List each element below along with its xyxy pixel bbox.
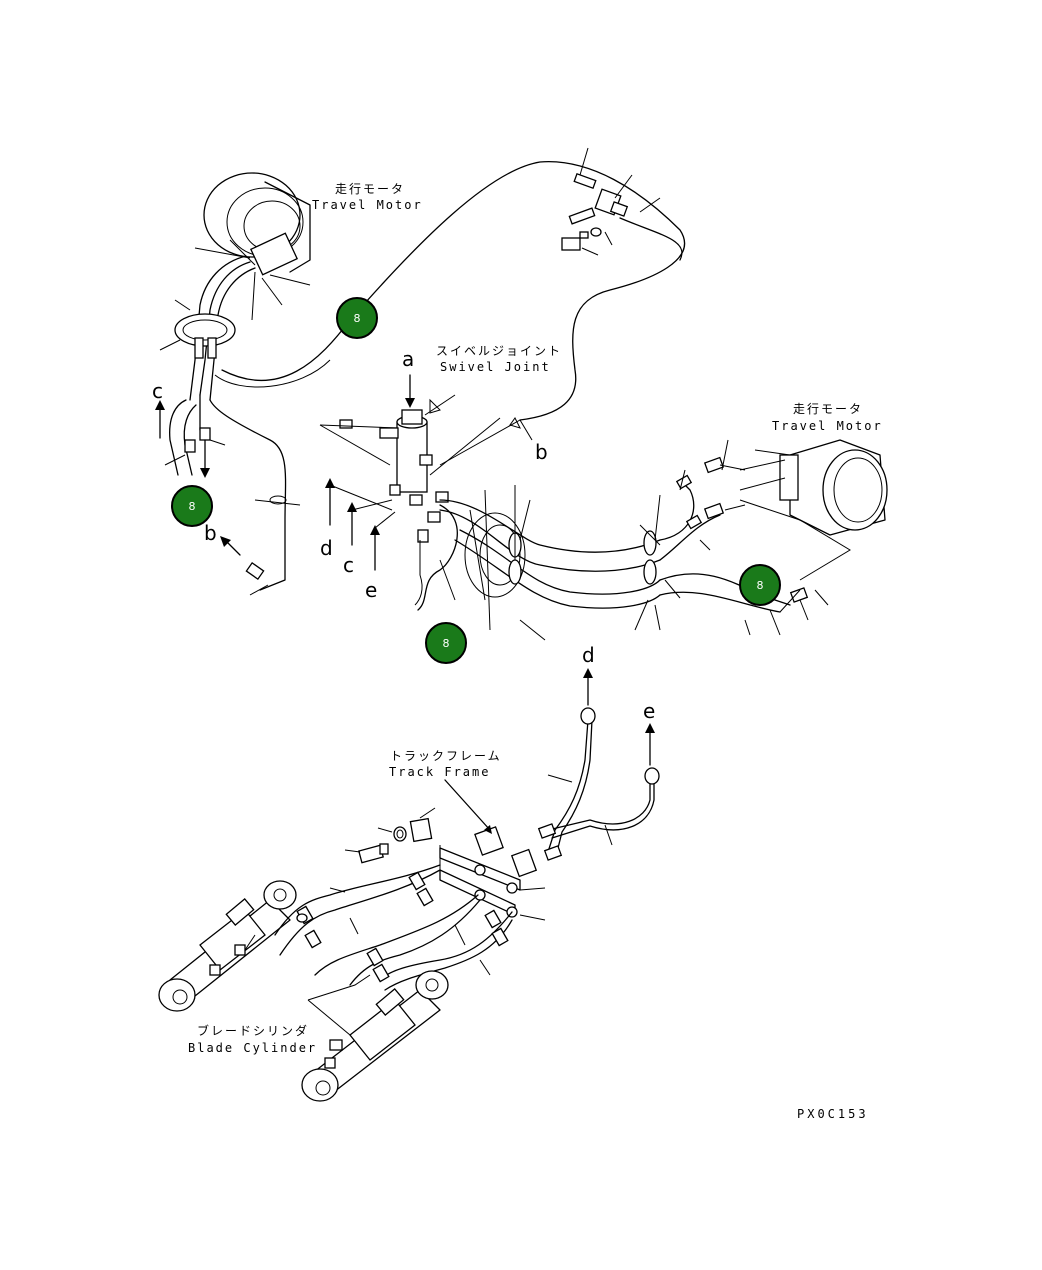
lower-piping: [274, 707, 660, 991]
swivel-joint-jp: スイベルジョイント: [436, 344, 562, 358]
letter-c-left: c: [152, 379, 163, 403]
letter-e-center: e: [365, 578, 377, 602]
left-travel-motor: [194, 172, 311, 321]
letter-c-center: c: [343, 553, 354, 577]
swivel-joint-en: Swivel Joint: [440, 360, 551, 374]
blade-cylinder-right: [301, 970, 449, 1102]
blade-cylinder-jp: ブレードシリンダ: [197, 1023, 309, 1038]
badge-circle: [171, 485, 213, 527]
drawing-code: PX0C153: [797, 1107, 869, 1121]
swivel-joint: [319, 394, 533, 543]
letter-e-bottom: e: [643, 699, 655, 723]
badge-3[interactable]: 8: [425, 622, 467, 664]
badge-text: 8: [757, 579, 764, 592]
badge-4[interactable]: 8: [739, 564, 781, 606]
right-hose-routes: [414, 439, 829, 641]
connection-arrows: [155, 374, 655, 834]
badge-circle: [425, 622, 467, 664]
blade-cylinder-en: Blade Cylinder: [188, 1041, 317, 1055]
track-frame-en: Track Frame: [389, 765, 490, 779]
blade-cylinder-left: [158, 880, 308, 1012]
top-fittings: [561, 147, 683, 261]
letter-a: a: [402, 347, 414, 371]
letter-d-bottom: d: [582, 643, 595, 667]
badge-circle: [739, 564, 781, 606]
letter-d-center: d: [320, 536, 333, 560]
letter-b-top: b: [535, 440, 548, 464]
badge-circle: [336, 297, 378, 339]
letter-b-left: b: [204, 521, 217, 545]
right-travel-motor: [739, 439, 888, 581]
badge-2[interactable]: 8: [171, 485, 213, 527]
travel-motor-left-jp: 走行モータ: [335, 182, 405, 196]
badge-1[interactable]: 8: [336, 297, 378, 339]
travel-motor-right-en: Travel Motor: [772, 419, 883, 433]
badge-text: 8: [354, 312, 361, 325]
badge-text: 8: [443, 637, 450, 650]
travel-motor-left-en: Travel Motor: [312, 198, 423, 212]
travel-motor-right-jp: 走行モータ: [793, 402, 863, 416]
track-frame-jp: トラックフレーム: [390, 749, 502, 763]
badge-text: 8: [189, 500, 196, 513]
